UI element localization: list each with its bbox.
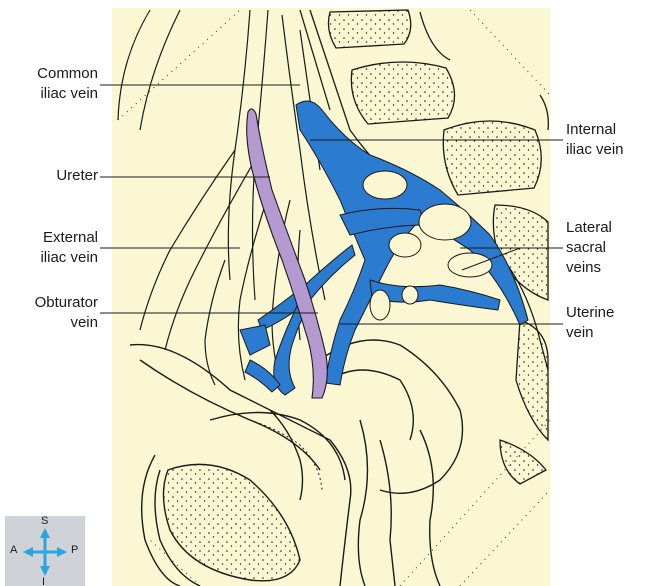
compass-inferior-label: I xyxy=(42,576,45,586)
label-line: sacral xyxy=(566,238,646,258)
label-line: Ureter xyxy=(8,166,98,186)
label-line: vein xyxy=(8,313,98,333)
label-line: Uterine xyxy=(566,303,646,323)
label-common-iliac-vein: Common iliac vein xyxy=(8,64,98,104)
label-obturator-vein: Obturator vein xyxy=(8,293,98,333)
label-external-iliac-vein: External iliac vein xyxy=(8,228,98,268)
label-line: iliac vein xyxy=(566,140,646,160)
label-line: Common xyxy=(8,64,98,84)
label-line: Lateral xyxy=(566,218,646,238)
label-line: veins xyxy=(566,258,646,278)
label-lateral-sacral-veins: Lateral sacral veins xyxy=(566,218,646,278)
compass-superior-label: S xyxy=(41,515,48,527)
label-line: vein xyxy=(566,323,646,343)
orientation-compass: S I A P xyxy=(5,516,85,586)
label-line: iliac vein xyxy=(8,248,98,268)
label-line: iliac vein xyxy=(8,84,98,104)
label-ureter: Ureter xyxy=(8,166,98,186)
compass-posterior-label: P xyxy=(71,544,78,556)
label-internal-iliac-vein: Internal iliac vein xyxy=(566,120,646,160)
compass-anterior-label: A xyxy=(10,544,17,556)
label-uterine-vein: Uterine vein xyxy=(566,303,646,343)
label-line: Internal xyxy=(566,120,646,140)
label-line: Obturator xyxy=(8,293,98,313)
label-line: External xyxy=(8,228,98,248)
